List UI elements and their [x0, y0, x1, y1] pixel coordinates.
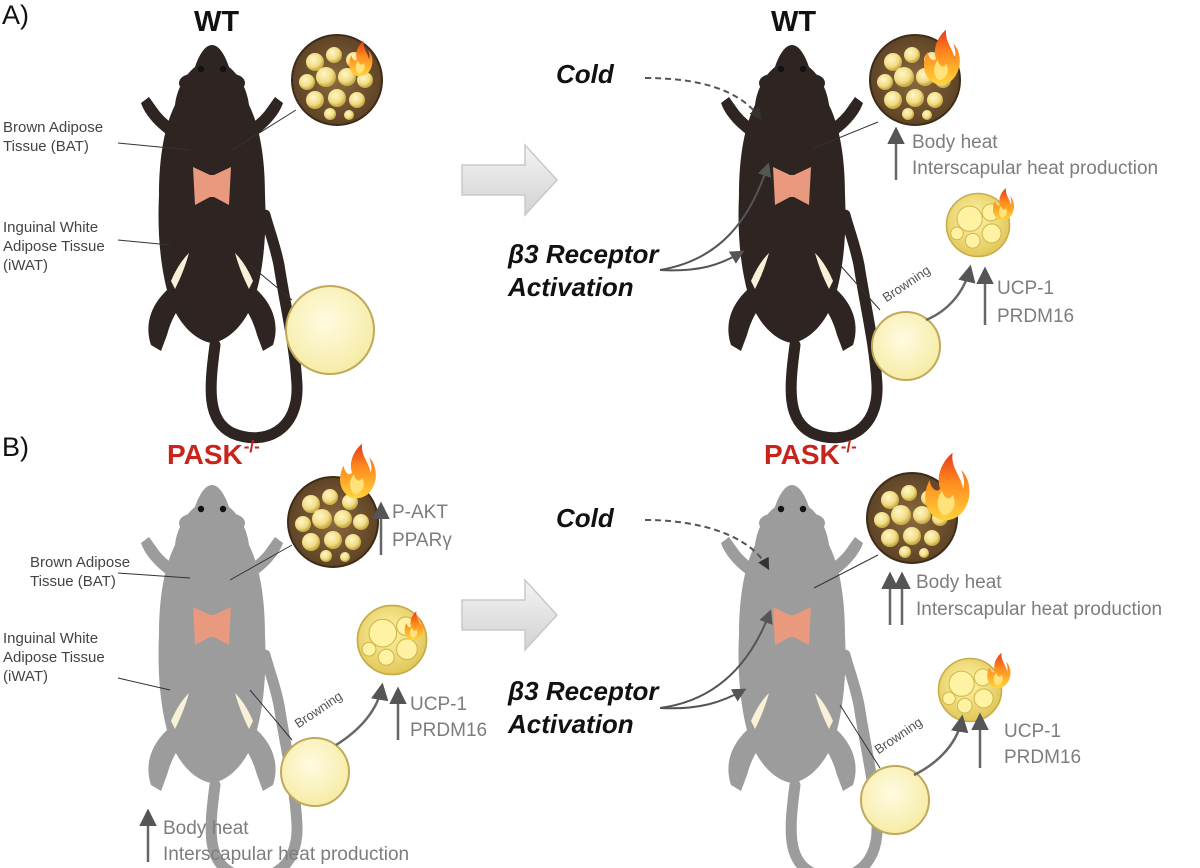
ppar-label: PPARγ — [392, 530, 452, 551]
white-fat-cell-right — [871, 311, 941, 381]
pask-title-left: PASK-/- — [167, 437, 260, 470]
wt-title-right: WT — [771, 6, 817, 38]
white-fat-cell-b-left — [280, 737, 350, 807]
prdm16-a: PRDM16 — [997, 306, 1075, 327]
white-fat-cell-left — [285, 285, 375, 375]
bat-cell-pointer-line — [231, 109, 297, 151]
interscapular-a: Interscapular heat production — [912, 158, 1159, 179]
receptor-label-a: β3 Receptor Activation — [508, 239, 659, 302]
receptor-label-b: β3 Receptor Activation — [508, 676, 659, 739]
prdm16-b-left: PRDM16 — [410, 720, 488, 741]
wt-bat-cell-left — [291, 34, 383, 126]
prdm16-b-right: PRDM16 — [1004, 747, 1082, 768]
pakt-label: P-AKT — [392, 502, 448, 523]
wt-title-left: WT — [194, 6, 240, 38]
cold-label-a: Cold — [556, 59, 614, 89]
ucp1-b-left: UCP-1 — [410, 694, 468, 715]
iwat-pointer-line — [117, 239, 171, 246]
iwat-label-a: Inguinal White Adipose Tissue (iWAT) — [3, 219, 105, 274]
browning-arrow-a — [925, 264, 976, 322]
pask-mouse-left — [141, 485, 297, 868]
cold-arrow-a — [644, 77, 762, 120]
bat-pointer-line — [117, 142, 191, 151]
pask-title-right: PASK-/- — [764, 437, 857, 470]
ucp1-a: UCP-1 — [997, 278, 1055, 299]
white-fat-cell-b-right — [860, 765, 930, 835]
panel-a-label: A) — [2, 0, 29, 30]
wt-mouse-right — [721, 45, 877, 438]
body-heat-a: Body heat — [912, 132, 998, 153]
transition-arrow-b — [461, 578, 559, 652]
iwat-cell-pointer-line — [249, 264, 293, 301]
body-heat-b-left: Body heat — [163, 818, 249, 839]
beige-cell-b-right — [937, 657, 1003, 723]
ucp1-b-right: UCP-1 — [1004, 721, 1062, 742]
panel-b-label: B) — [2, 432, 29, 462]
bat-label-b: Brown Adipose Tissue (BAT) — [30, 554, 131, 590]
flame-icon — [340, 443, 376, 499]
cold-arrow-b — [644, 519, 770, 571]
interscapular-b-left: Interscapular heat production — [163, 844, 410, 865]
wt-mouse-left — [141, 45, 297, 438]
transition-arrow-a — [461, 143, 559, 217]
cold-label-b: Cold — [556, 503, 614, 533]
body-heat-b-right: Body heat — [916, 572, 1002, 593]
receptor-arrow-a1 — [659, 162, 772, 271]
receptor-arrow-a2 — [659, 250, 745, 272]
interscapular-b-right: Interscapular heat production — [916, 599, 1163, 620]
iwat-label-b: Inguinal White Adipose Tissue (iWAT) — [3, 630, 105, 685]
bat-label-a: Brown Adipose Tissue (BAT) — [3, 119, 104, 155]
